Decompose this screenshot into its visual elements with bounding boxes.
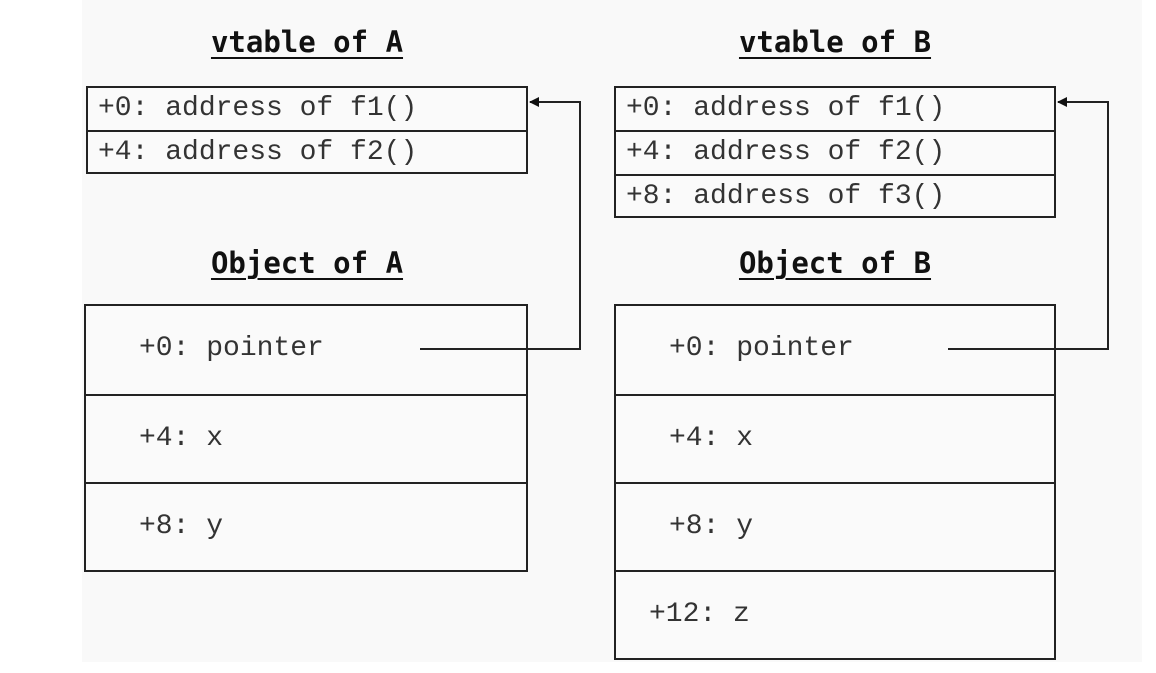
vtable-a-slot-0: +0: address of f1() [98, 93, 418, 124]
vtable-b-slot-1: +4: address of f2() [616, 130, 1054, 173]
object-a-field-x: +4: x [86, 394, 526, 482]
vtable-b-slot-0: +0: address of f1() [626, 93, 946, 124]
object-b: +0: pointer +4: x +8: y +12: z [614, 304, 1056, 660]
vtable-b: +0: address of f1() +4: address of f2() … [614, 86, 1056, 218]
object-b-title: Object of B [738, 246, 932, 280]
vtable-a-title: vtable of A [210, 25, 404, 59]
object-a-title: Object of A [210, 246, 404, 280]
object-b-field-vptr: +0: pointer [669, 333, 854, 364]
vtable-b-title: vtable of B [738, 25, 932, 59]
object-b-field-y: +8: y [616, 482, 1054, 570]
vtable-b-slot-2: +8: address of f3() [616, 174, 1054, 217]
object-b-field-z: +12: z [616, 570, 1054, 658]
object-b-field-x: +4: x [616, 394, 1054, 482]
object-a: +0: pointer +4: x +8: y [84, 304, 528, 572]
vtable-a: +0: address of f1() +4: address of f2() [86, 86, 528, 174]
vtable-a-slot-1: +4: address of f2() [88, 130, 526, 173]
object-a-field-y: +8: y [86, 482, 526, 570]
object-a-field-vptr: +0: pointer [139, 333, 324, 364]
